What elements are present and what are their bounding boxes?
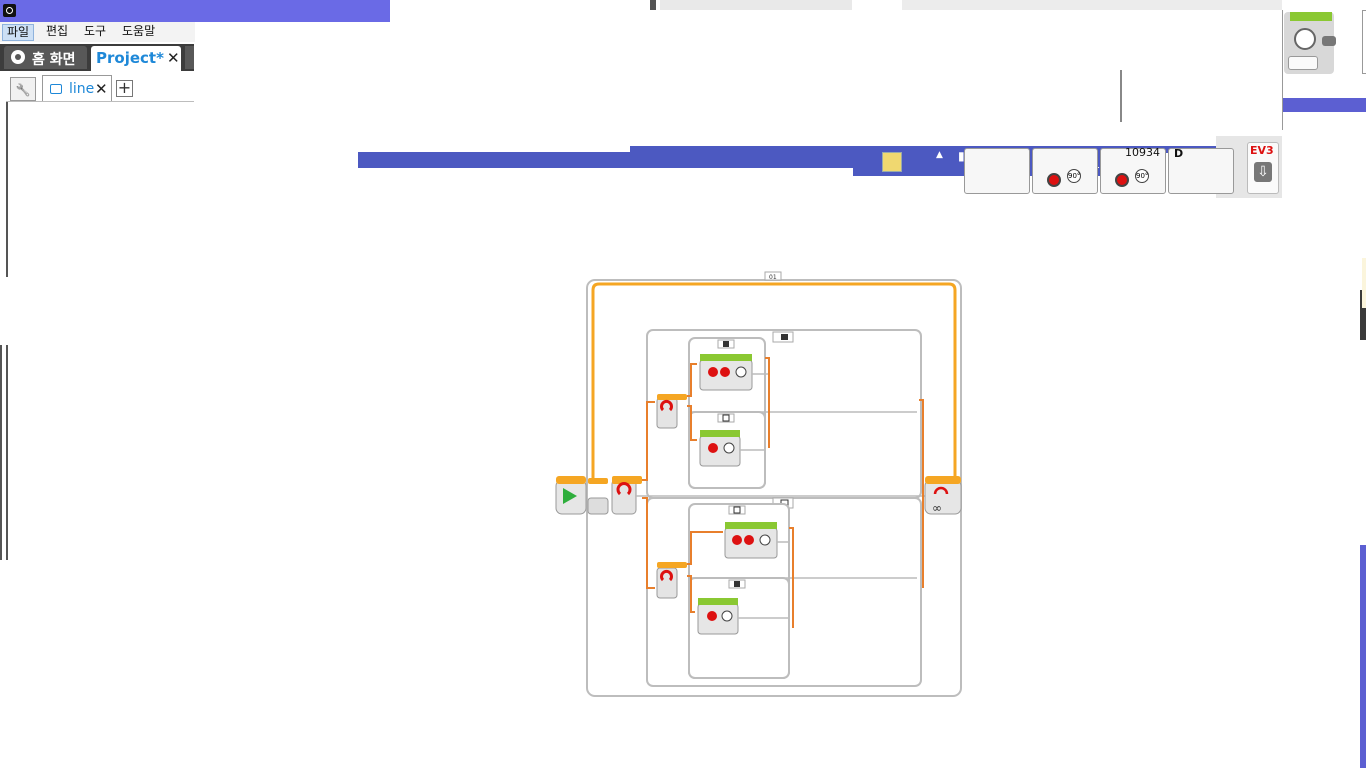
ev3-brick-button [1288,56,1318,70]
tray-expand-icon[interactable]: ▲ [936,150,943,160]
move-steering-block[interactable] [724,522,778,559]
overlay-band [1283,98,1366,112]
divider [6,102,8,277]
move-tank-block[interactable] [699,430,741,467]
sequence-wires [636,373,927,619]
download-icon: ⇩ [1254,162,1272,182]
overlay-band [630,146,1216,153]
close-icon[interactable]: ✕ [95,80,108,98]
scrollbar[interactable] [1120,70,1122,122]
wrench-icon: 🔧 [15,83,31,97]
overlay-band [1360,290,1366,340]
divider [902,0,1282,10]
add-program-button[interactable]: + [116,78,133,97]
loop-mode-unlimited: ∞ [932,501,942,515]
tab-program-line[interactable]: line ✕ [42,75,112,102]
ev3-label: EV3 [1250,144,1274,157]
ev3-connector-icon [1322,36,1336,46]
divider [0,345,8,560]
large-motor-icon [1115,173,1129,187]
port-label: D [1174,147,1184,160]
tab-project-label: Project* [96,49,164,67]
program-canvas[interactable]: 01 [555,268,967,700]
divider [650,0,656,10]
program-diagram: 01 [555,271,962,697]
port-view-cell[interactable]: 90° [1032,148,1098,194]
menu-bar: 파일 편집 도구 도움말 [0,22,195,42]
tab-overflow[interactable] [185,46,194,69]
port-view-cell[interactable]: D [1168,147,1234,194]
menu-tools[interactable]: 도구 [84,24,107,38]
tab-program-label: line [69,81,95,97]
move-steering-block[interactable] [699,354,753,391]
network-icon[interactable]: ▮ [958,149,965,163]
port-view-cell[interactable]: 10934 90° [1100,146,1166,194]
menu-edit[interactable]: 편집 [46,24,69,38]
port-view-cell[interactable] [964,148,1030,194]
play-icon [563,488,577,504]
overlay-band [1360,545,1366,768]
window-titlebar [0,0,390,22]
clock-time: 10934 [1125,146,1160,159]
large-motor-icon [1047,173,1061,187]
home-icon [11,50,25,64]
data-wires [642,357,924,628]
menu-file[interactable]: 파일 [2,24,35,41]
tab-home-label: 홈 화면 [32,52,76,68]
tab-home[interactable]: 홈 화면 [4,46,87,69]
divider [6,101,194,102]
degree-dial-icon: 90° [1067,169,1081,183]
ev3-sensor-icon [1294,28,1316,50]
loop-name-label: 01 [769,274,777,281]
divider [660,0,852,10]
divider [1282,10,1283,130]
degree-dial-icon: 90° [1135,169,1149,183]
menu-help[interactable]: 도움말 [122,24,156,38]
close-icon[interactable]: ✕ [167,49,180,67]
panel-edge [1362,10,1366,74]
program-icon [50,84,62,94]
ev3-brick-status-bar [1290,12,1332,21]
overlay-band [358,152,853,168]
project-properties-button[interactable]: 🔧 [10,77,36,101]
tab-project[interactable]: Project* ✕ [91,46,181,71]
loop-end-block[interactable]: ∞ [924,476,962,515]
app-logo-icon [3,4,16,17]
move-tank-block[interactable] [697,598,739,635]
panel-edge [1362,258,1366,308]
start-block[interactable] [555,476,587,515]
folder-icon[interactable] [882,152,902,172]
